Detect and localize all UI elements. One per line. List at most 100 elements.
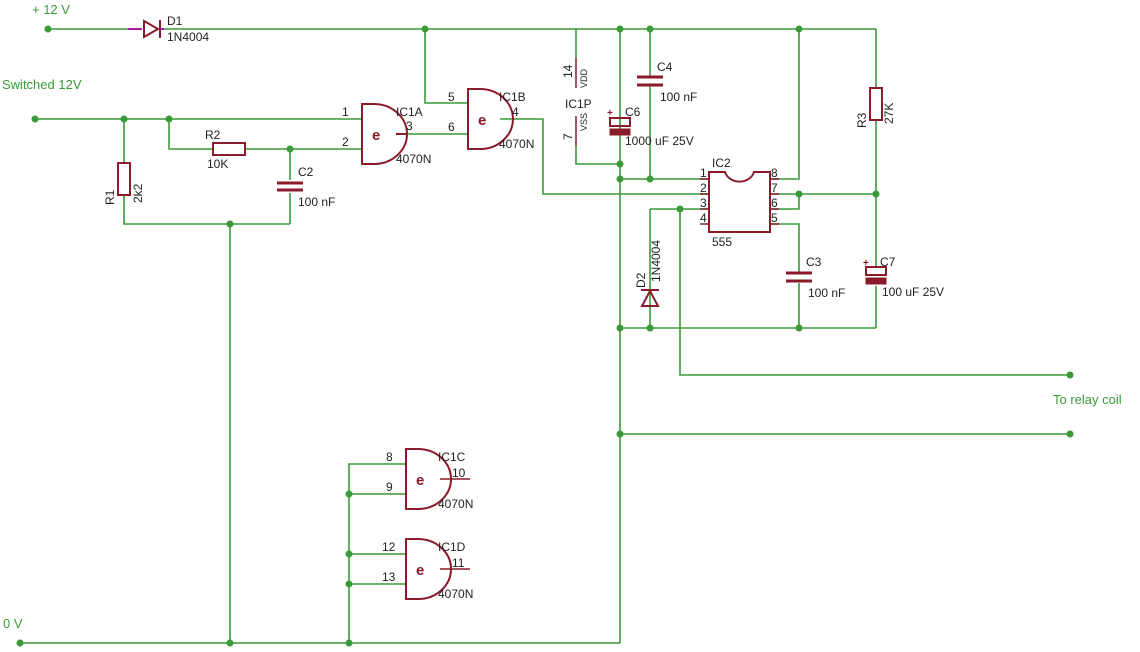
net-label-0v: 0 V xyxy=(3,616,23,631)
resistor-r3: R3 27K xyxy=(855,87,896,128)
ic1d-value: 4070N xyxy=(438,587,473,601)
ic1a-name: IC1A xyxy=(396,105,423,119)
junction xyxy=(646,324,654,332)
junction xyxy=(421,25,429,33)
ic1c-value: 4070N xyxy=(438,497,473,511)
ic1d-pin13: 13 xyxy=(382,570,396,584)
ic1c-symbol: e xyxy=(416,472,424,489)
ic1b-value: 4070N xyxy=(499,137,534,151)
resistor-r2: R2 10K xyxy=(205,128,246,171)
ic1d-name: IC1D xyxy=(438,540,466,554)
ic1p-pin7: 7 xyxy=(561,133,575,140)
ic1a-pin3: 3 xyxy=(406,119,413,133)
ic2-pin3: 3 xyxy=(700,196,707,210)
ic2-pin6: 6 xyxy=(771,196,778,210)
junctions xyxy=(16,25,1074,647)
r1-value: 2k2 xyxy=(131,183,145,203)
c6-value: 1000 uF 25V xyxy=(625,134,694,148)
c3-name: C3 xyxy=(806,255,822,269)
timer-ic2: 1 2 3 4 8 7 6 5 IC2 555 xyxy=(700,156,779,249)
ic2-pin1: 1 xyxy=(700,166,707,180)
junction xyxy=(646,175,654,183)
junction xyxy=(345,580,353,588)
d2-value: 1N4004 xyxy=(649,240,663,282)
diode-d1: D1 1N4004 xyxy=(128,14,209,44)
ic1b-name: IC1B xyxy=(499,90,526,104)
c3-value: 100 nF xyxy=(808,286,845,300)
ic1a-symbol: e xyxy=(372,127,380,144)
ic1b-pin4: 4 xyxy=(512,105,519,119)
d1-value: 1N4004 xyxy=(167,30,209,44)
ic2-pin8: 8 xyxy=(771,166,778,180)
ic1c-pin9: 9 xyxy=(386,480,393,494)
wires xyxy=(20,28,1070,644)
junction xyxy=(616,324,624,332)
c2-value: 100 nF xyxy=(298,195,335,209)
net-label-plus12: + 12 V xyxy=(32,2,70,17)
ic1p-power: 14 VDD IC1P 7 VSS xyxy=(561,58,592,146)
ic1a-pin1: 1 xyxy=(342,105,349,119)
ic1c-pin10: 10 xyxy=(452,466,466,480)
ic1p-pin14: 14 xyxy=(561,64,575,78)
c6-name: C6 xyxy=(625,105,641,119)
ic2-name: IC2 xyxy=(712,156,731,170)
junction xyxy=(616,25,624,33)
ic2-value: 555 xyxy=(712,235,732,249)
capacitor-c2: C2 100 nF xyxy=(277,165,335,209)
ic1p-name: IC1P xyxy=(565,97,592,111)
ic1b-symbol: e xyxy=(478,112,486,129)
junction xyxy=(872,190,880,198)
terminal-relay-2 xyxy=(1066,430,1074,438)
junction xyxy=(616,430,624,438)
terminal-switched xyxy=(31,115,39,123)
ic2-pin4: 4 xyxy=(700,211,707,225)
ic1d-pin12: 12 xyxy=(382,540,396,554)
junction xyxy=(795,190,803,198)
ic1a-pin2: 2 xyxy=(342,135,349,149)
c4-value: 100 nF xyxy=(660,90,697,104)
junction xyxy=(676,205,684,213)
r1-name: R1 xyxy=(103,189,117,205)
r2-name: R2 xyxy=(205,128,221,142)
ic1d-pin11: 11 xyxy=(452,556,465,570)
terminal-12v xyxy=(44,25,52,33)
ic2-pin5: 5 xyxy=(771,211,778,225)
junction xyxy=(345,490,353,498)
c2-name: C2 xyxy=(298,165,314,179)
terminal-relay-1 xyxy=(1066,371,1074,379)
ic1b-pin6: 6 xyxy=(448,120,455,134)
capacitor-c4: C4 100 nF xyxy=(637,60,697,104)
c7-value: 100 uF 25V xyxy=(882,285,944,299)
c6-plus: + xyxy=(607,108,613,119)
ic1d-symbol: e xyxy=(416,562,424,579)
resistor-r1: R1 2k2 xyxy=(103,162,145,205)
ic2-pin2: 2 xyxy=(700,181,707,195)
junction xyxy=(646,25,654,33)
c7-name: C7 xyxy=(880,255,896,269)
junction xyxy=(616,160,624,168)
ic1p-vss: VSS xyxy=(579,113,589,131)
junction xyxy=(286,145,294,153)
net-label-switched: Switched 12V xyxy=(2,77,82,92)
junction xyxy=(795,324,803,332)
capacitor-c7: + C7 100 uF 25V xyxy=(863,255,944,299)
junction xyxy=(345,639,353,647)
gate-ic1d: e 12 13 11 IC1D 4070N xyxy=(382,538,473,601)
junction xyxy=(165,115,173,123)
capacitor-c6: + C6 1000 uF 25V xyxy=(607,105,694,148)
d1-name: D1 xyxy=(167,14,183,28)
junction xyxy=(616,175,624,183)
d2-name: D2 xyxy=(634,272,648,288)
capacitor-c3: C3 100 nF xyxy=(786,255,845,300)
ic1a-value: 4070N xyxy=(396,152,431,166)
junction xyxy=(795,25,803,33)
junction xyxy=(226,220,234,228)
diode-d2: D2 1N4004 xyxy=(634,240,663,307)
ic1c-pin8: 8 xyxy=(386,450,393,464)
terminal-0v xyxy=(16,639,24,647)
ic2-pin7: 7 xyxy=(771,181,778,195)
c4-name: C4 xyxy=(657,60,673,74)
gate-ic1b: e 5 6 4 IC1B 4070N xyxy=(448,88,534,151)
net-label-relay: To relay coil xyxy=(1053,392,1122,407)
ic1p-vdd: VDD xyxy=(579,68,589,88)
